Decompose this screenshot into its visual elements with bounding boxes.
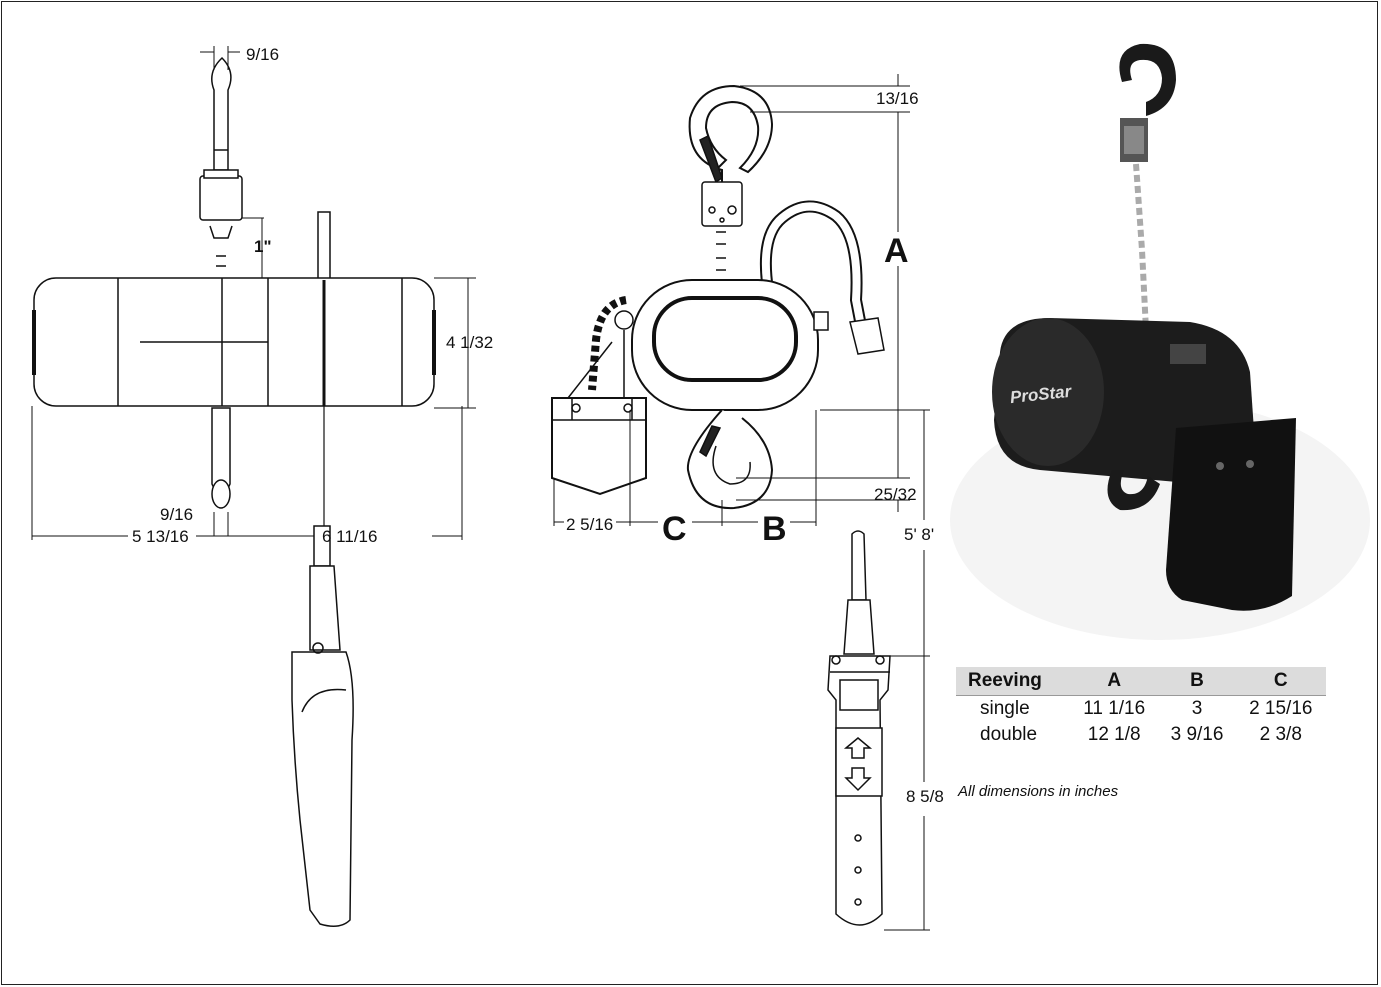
dim-pendant-cable: 5' 8': [904, 525, 934, 544]
dim-left-span: 5 13/16: [132, 527, 189, 546]
table-cell: double: [980, 724, 1038, 745]
table-cell: 2 3/8: [1259, 724, 1302, 745]
table-row: single 11 1/16 3 2 15/16: [956, 696, 1326, 723]
label-c: C: [662, 510, 687, 548]
side-view: [31, 46, 476, 927]
spec-table: Reeving A B C single 11 1/16 3 2 15/16 d…: [956, 667, 1326, 748]
header-c: C: [1235, 667, 1326, 696]
front-view: [551, 74, 930, 931]
dim-hook-bottom: 9/16: [160, 505, 193, 524]
dim-hook-top: 9/16: [246, 45, 279, 64]
dimension-labels: 9/16 1" 4 1/32 9/16 5 13/16 6 11/16 13/1…: [132, 45, 944, 806]
header-reeving: Reeving: [956, 667, 1070, 696]
dim-top-hook-offset: 13/16: [876, 89, 919, 108]
units-note: All dimensions in inches: [958, 783, 1119, 800]
label-b: B: [762, 510, 787, 548]
label-a: A: [884, 232, 909, 270]
table-cell: 11 1/16: [1083, 698, 1146, 719]
header-b: B: [1158, 667, 1236, 696]
dim-pendant-height: 8 5/8: [906, 787, 944, 806]
dim-1in: 1": [254, 237, 272, 256]
table-cell: single: [980, 698, 1030, 719]
table-cell: 2 15/16: [1249, 698, 1313, 719]
table-row: double 12 1/8 3 9/16 2 3/8: [956, 722, 1326, 748]
dim-right-span: 6 11/16: [322, 527, 377, 546]
hoist-photo: ProStar: [950, 43, 1370, 640]
table-cell: 12 1/8: [1087, 724, 1141, 745]
table-cell: 3 9/16: [1170, 724, 1224, 745]
dim-bottom-hook-offset: 25/32: [874, 485, 917, 504]
header-a: A: [1069, 667, 1159, 696]
table-cell: 3: [1191, 698, 1203, 719]
dim-bag-width: 2 5/16: [566, 515, 613, 534]
dim-body-height: 4 1/32: [446, 333, 493, 352]
